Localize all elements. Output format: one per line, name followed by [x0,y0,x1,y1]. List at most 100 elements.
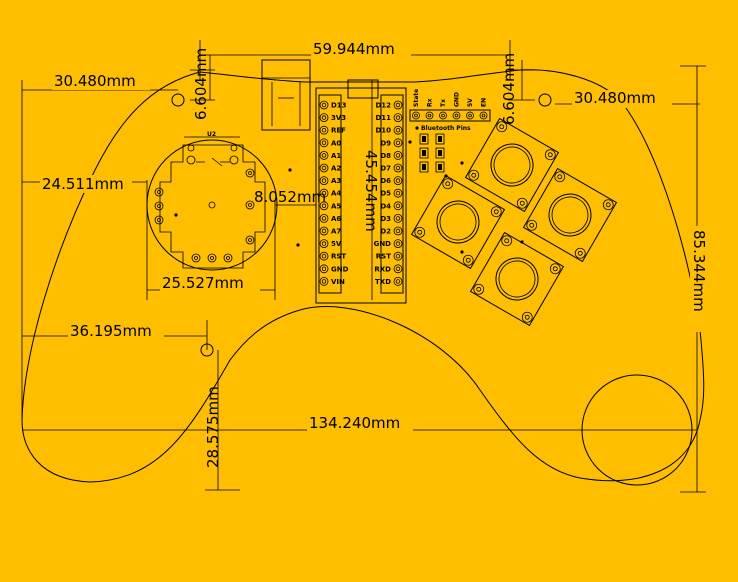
header-pin [319,176,329,186]
pin-label-left: A5 [331,202,341,210]
pin-label-right: D6 [380,177,391,185]
header-pin-hole [321,241,327,246]
header-pin-hole [321,190,327,196]
dim-top-width: 59.944mm [313,40,395,58]
header-pin-hole [395,140,401,145]
bluetooth-pin [425,111,434,120]
usb-connector [261,59,311,131]
dim-joystick-width: 25.527mm [162,274,244,292]
dim-left-hole-y: 6.604mm [192,48,210,120]
header-pin [393,251,403,261]
header-pin-hole [395,241,401,246]
bluetooth-pin-label: Rx [427,98,434,107]
header-pin [319,201,329,211]
bluetooth-pin-label: Tx [440,99,447,107]
header-pin-hole [321,216,327,221]
header-pin-hole [321,228,327,234]
dim-right-hole-y: 6.604mm [500,53,518,125]
bluetooth-pin [466,111,474,120]
pin-label-left: GND [331,265,349,273]
header-pin [393,239,403,249]
pin-label-left: A4 [331,190,341,198]
header-pin [393,138,403,148]
bluetooth-label: Bluetooth Pins [421,125,471,132]
header-pin [319,163,329,173]
bluetooth-pin-hole [441,113,445,118]
pin-label-left: A0 [331,139,341,147]
pin-label-left: D13 [331,102,347,110]
header-pin [319,239,329,249]
dim-header-length: 45.454mm [362,150,380,232]
header-pin [393,276,403,286]
dim-total-height: 85.344mm [690,230,708,312]
header-pin [319,226,329,236]
header-pin-hole [395,127,401,133]
bluetooth-pin-hole [468,113,472,118]
pin-label-right: D11 [375,114,391,122]
header-pin-hole [321,127,327,133]
board-outline [21,69,705,483]
pin-label-left: A3 [331,177,341,185]
bluetooth-pin-hole [414,113,418,118]
header-pin [393,125,403,135]
push-button-icon [464,117,560,213]
header-pin-hole [321,203,327,208]
dim-joystick-x: 24.511mm [42,175,124,193]
header-pin-hole [321,115,327,120]
dim-joystick-gap: 8.052mm [254,188,326,206]
pin-label-left: 5V [331,240,342,248]
header-pin-hole [395,190,401,196]
pin-label-left: REF [331,127,346,135]
header-pin-hole [321,140,327,145]
pin-label-left: A2 [331,165,341,173]
pin-label-left: A7 [331,228,341,236]
push-button-icon [522,167,618,263]
header-pin-hole [321,279,327,284]
mounting-hole-icon [171,93,185,107]
header-pin [393,226,403,236]
header-pin [393,213,403,223]
header-pin [393,113,403,122]
bluetooth-pin [412,111,420,120]
pin-label-right: RXD [374,265,391,273]
header-pin [393,201,403,211]
header-pin [319,125,329,135]
header-pin [393,100,403,110]
header-pin [319,113,329,122]
header-pin-hole [321,165,327,171]
bluetooth-pin [479,111,488,120]
bluetooth-pin-label: GND [454,92,461,107]
header-pin-hole [395,279,401,284]
pin-label-right: D12 [375,102,391,110]
header-pin-hole [395,228,401,234]
pin-label-left: A6 [331,215,341,223]
bluetooth-pin-label: State [413,89,420,107]
pin-label-right: D4 [380,202,391,210]
header-pin-hole [321,266,327,271]
bluetooth-pin-label: 5V [467,98,474,107]
header-pin [393,150,403,160]
pin-label-left: RST [331,253,346,261]
pin-label-right: GND [374,240,392,248]
header-pin [393,163,403,173]
bluetooth-pin-hole [454,113,459,118]
dim-lower-hole-x: 36.195mm [70,322,152,340]
header-pin-hole [395,203,401,208]
header-pin-hole [395,216,401,221]
header-pin [319,150,329,160]
header-pin [319,138,329,148]
push-button-icon [469,231,565,327]
bluetooth-resistors [419,133,445,173]
header-pin-hole [395,178,401,183]
pin-label-left: VIN [331,278,345,286]
pin-label-right: TXD [375,278,391,286]
pin-label-right: D5 [380,190,391,198]
pin-label-left: 3V3 [331,114,346,122]
header-pin-hole [321,254,327,259]
header-pin [319,264,329,274]
pin-label-right: D3 [380,215,391,223]
header-pin [393,176,403,186]
